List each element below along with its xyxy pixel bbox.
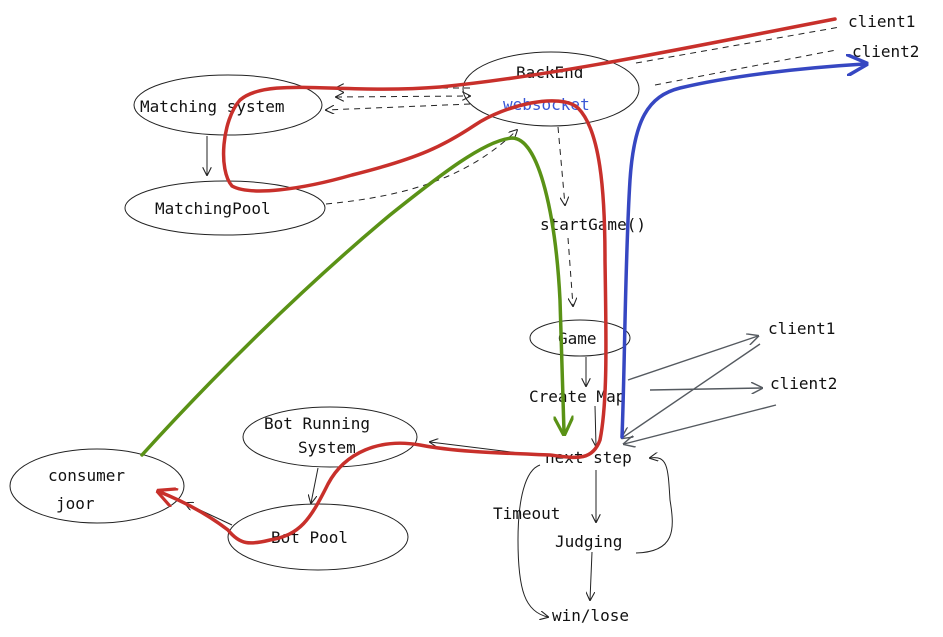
- judging-label: Judging: [555, 532, 622, 551]
- client1-mid-label: client1: [768, 319, 835, 338]
- consumer-node: [9, 448, 185, 524]
- websocket-label: websocket: [503, 95, 590, 114]
- start-game-label: startGame(): [540, 215, 646, 234]
- create-map-label: Create Map: [529, 387, 625, 406]
- timeout-label: Timeout: [493, 504, 560, 523]
- win-lose-label: win/lose: [552, 606, 629, 625]
- client2-top-label: client2: [852, 42, 919, 61]
- next-step-label: next step: [545, 448, 632, 467]
- consumer-label-line2: joor: [56, 494, 95, 513]
- game-node: [529, 319, 631, 357]
- bot-running-system-node: [242, 406, 418, 468]
- blue-flow-path: [620, 64, 864, 439]
- game-label: Game: [558, 329, 597, 348]
- client-gray-connectors: [622, 336, 777, 444]
- matching-system-node: [133, 74, 323, 136]
- backend-node: [462, 51, 640, 127]
- bot-running-label-line1: Bot Running: [264, 414, 370, 433]
- matching-pool-label: MatchingPool: [155, 199, 271, 218]
- red-flow-path: [160, 17, 837, 545]
- green-flow-path: [140, 136, 564, 457]
- consumer-label-line1: consumer: [48, 466, 125, 485]
- matching-pool-node: [124, 180, 326, 236]
- flow-connectors: [185, 26, 841, 617]
- client1-top-label: client1: [848, 12, 915, 31]
- bot-running-label-line2: System: [298, 438, 356, 457]
- client2-mid-label: client2: [770, 374, 837, 393]
- matching-system-label: Matching system: [140, 97, 285, 116]
